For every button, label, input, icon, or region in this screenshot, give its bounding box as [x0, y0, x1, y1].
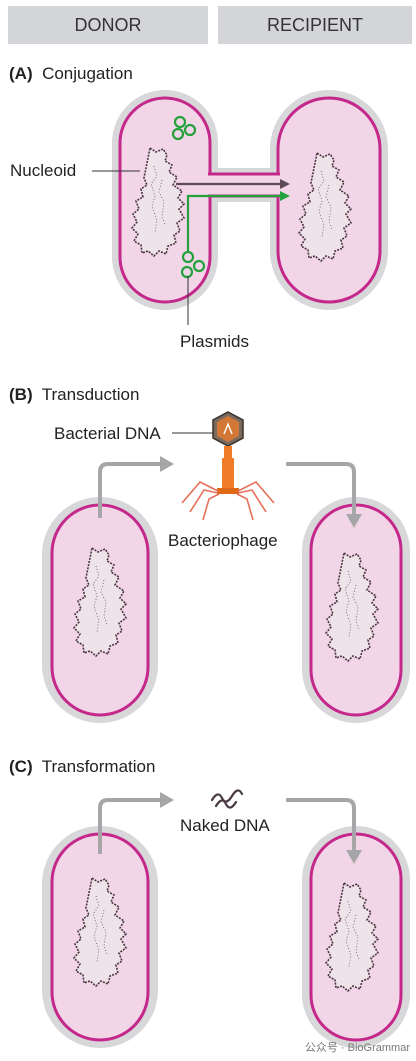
plasmid-transfer-arrow — [186, 191, 290, 252]
bacteriophage-icon — [181, 411, 275, 521]
plasmids-label: Plasmids — [180, 332, 249, 351]
watermark: 公众号 · BioGrammar — [304, 1042, 410, 1054]
transduction-arrow-to-phage — [98, 456, 174, 518]
chromosome-transfer-arrow — [176, 179, 290, 189]
panel-c-letter: (C) — [9, 757, 33, 776]
transformation-arrow-to-recipient — [286, 798, 362, 864]
panel-b-title: Transduction — [41, 385, 140, 404]
panel-a-heading: (A) Conjugation — [9, 64, 133, 84]
panel-a-letter: (A) — [9, 64, 33, 83]
panel-b-letter: (B) — [9, 385, 33, 404]
panel-c-title: Transformation — [41, 757, 156, 776]
transduction-arrow-to-recipient — [286, 462, 362, 528]
recipient-header: RECIPIENT — [218, 6, 412, 44]
bacteriophage-label: Bacteriophage — [168, 531, 278, 550]
bacterial-dna-label: Bacterial DNA — [54, 424, 161, 443]
panel-b-heading: (B) Transduction — [9, 385, 139, 405]
panel-c-heading: (C) Transformation — [9, 757, 155, 777]
panel-a-title: Conjugation — [42, 64, 133, 83]
transformation-arrow-to-dna — [98, 792, 174, 854]
nucleoid-label: Nucleoid — [10, 161, 77, 180]
donor-header: DONOR — [8, 6, 208, 44]
naked-dna-label: Naked DNA — [180, 816, 270, 835]
naked-dna-icon — [210, 789, 244, 809]
donor-plasmids-top — [171, 115, 197, 141]
